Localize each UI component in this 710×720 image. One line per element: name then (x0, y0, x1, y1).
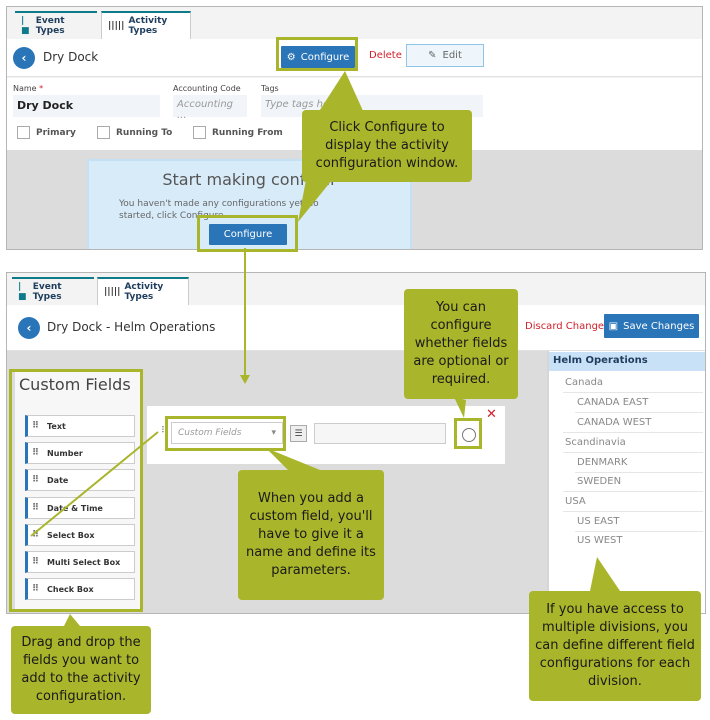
drag-handle-icon: ⠿ (32, 503, 40, 513)
division-group-canada[interactable]: Canada (565, 377, 604, 388)
callout-configure: Click Configure to display the activity … (302, 110, 472, 182)
discard-changes-link[interactable]: Discard Changes (525, 321, 610, 332)
tab-event-types-config[interactable]: |■ Event Types (12, 277, 94, 305)
tab-event-types[interactable]: |■ Event Types (15, 11, 97, 39)
highlight-start-configure (197, 215, 298, 252)
drag-handle-icon: ⠿ (32, 530, 40, 540)
close-icon[interactable]: ✕ (486, 407, 497, 422)
event-types-icon: |■ (21, 16, 30, 36)
callout-optional-required: You can configure whether fields are opt… (404, 289, 518, 399)
field-type-select-box[interactable]: ⠿Select Box (25, 524, 135, 546)
chevron-left-icon: ‹ (26, 321, 32, 335)
custom-field-name-input[interactable] (314, 423, 446, 444)
division-canada-west[interactable]: CANADA WEST (577, 417, 652, 428)
drag-handle-icon: ⠿ (32, 421, 40, 431)
tab-bar-config: |■ Event Types ||||| Activity Types (7, 273, 705, 305)
field-type-text[interactable]: ⠿Text (25, 415, 135, 437)
division-us-west[interactable]: US WEST (577, 535, 623, 546)
division-group-usa[interactable]: USA (565, 496, 586, 507)
config-page-title: Dry Dock - Helm Operations (47, 320, 216, 334)
custom-fields-title: Custom Fields (19, 375, 131, 394)
list-icon[interactable]: ☰ (290, 425, 307, 442)
division-sweden[interactable]: SWEDEN (577, 476, 622, 487)
field-type-date-time[interactable]: ⠿Date & Time (25, 497, 135, 519)
highlight-required-toggle (454, 418, 482, 449)
event-types-icon: |■ (18, 282, 27, 302)
divisions-panel: Helm Operations Canada CANADA EAST CANAD… (547, 351, 705, 613)
config-header: ‹ Dry Dock - Helm Operations Discard Cha… (7, 305, 705, 351)
division-canada-east[interactable]: CANADA EAST (577, 397, 649, 408)
drag-handle-icon: ⠿ (32, 475, 40, 485)
field-type-check-box[interactable]: ⠿Check Box (25, 578, 135, 600)
field-type-number[interactable]: ⠿Number (25, 442, 135, 464)
delete-link[interactable]: Delete (369, 50, 402, 61)
edit-button[interactable]: ✎ Edit (406, 44, 484, 67)
highlight-custom-fields (9, 369, 143, 612)
running-from-checkbox[interactable]: Running From (193, 126, 283, 139)
highlight-field-select (165, 416, 286, 451)
name-label: Name * (13, 84, 44, 93)
chevron-down-icon: ▾ (271, 428, 276, 438)
drag-handle-icon: ⠿ (32, 448, 40, 458)
primary-checkbox[interactable]: Primary (17, 126, 76, 139)
tab-activity-types[interactable]: ||||| Activity Types (101, 11, 191, 39)
activity-configuration-panel: |■ Event Types ||||| Activity Types ‹ Dr… (6, 272, 706, 614)
callout-custom-field: When you add a custom field, you'll have… (238, 470, 384, 600)
barcode-icon: ||||| (104, 287, 121, 297)
page-title: Dry Dock (43, 50, 99, 64)
tags-label: Tags (261, 84, 279, 93)
barcode-icon: ||||| (108, 21, 125, 31)
back-button[interactable]: ‹ (13, 47, 35, 69)
back-button-config[interactable]: ‹ (18, 317, 40, 339)
start-instructions: You haven't made any configurations yet.… (119, 199, 319, 221)
activity-type-detail-panel: |■ Event Types ||||| Activity Types ‹ Dr… (6, 6, 703, 250)
required-toggle[interactable] (462, 428, 476, 442)
callout-divisions: If you have access to multiple divisions… (529, 591, 701, 701)
field-type-multi-select-box[interactable]: ⠿Multi Select Box (25, 551, 135, 573)
division-denmark[interactable]: DENMARK (577, 457, 628, 468)
configure-button[interactable]: ⚙ Configure (281, 46, 355, 68)
save-changes-button[interactable]: ▣ Save Changes (604, 314, 699, 338)
custom-fields-palette: Custom Fields ⠿Text ⠿Number ⠿Date ⠿Date … (15, 371, 143, 611)
gear-icon: ⚙ (286, 51, 296, 63)
highlight-configure (276, 37, 358, 71)
save-icon: ▣ (608, 320, 619, 332)
tab-activity-types-config[interactable]: ||||| Activity Types (97, 277, 189, 305)
pencil-icon: ✎ (428, 50, 437, 61)
accounting-code-field[interactable]: Accounting ... (173, 95, 247, 121)
callout-drag-drop: Drag and drop the fields you want to add… (11, 626, 151, 714)
start-title: Start making configur (162, 170, 337, 189)
chevron-left-icon: ‹ (21, 51, 27, 65)
drag-handle-icon: ⠿ (32, 584, 40, 594)
name-field[interactable]: Dry Dock (13, 95, 160, 117)
division-us-east[interactable]: US EAST (577, 516, 620, 527)
drag-handle-icon: ⠿ (32, 557, 40, 567)
tab-bar: |■ Event Types ||||| Activity Types (7, 7, 702, 39)
division-group-scandinavia[interactable]: Scandinavia (565, 437, 626, 448)
division-helm-operations[interactable]: Helm Operations (549, 352, 705, 371)
custom-field-type-select[interactable]: Custom Fields ▾ (171, 422, 283, 444)
drag-handle-icon[interactable]: ⠿ (161, 426, 168, 436)
custom-field-row: ⠿ Custom Fields ▾ ☰ ✕ (147, 406, 505, 464)
running-to-checkbox[interactable]: Running To (97, 126, 172, 139)
start-configure-button[interactable]: Configure (209, 224, 287, 245)
accounting-code-label: Accounting Code (173, 84, 241, 93)
